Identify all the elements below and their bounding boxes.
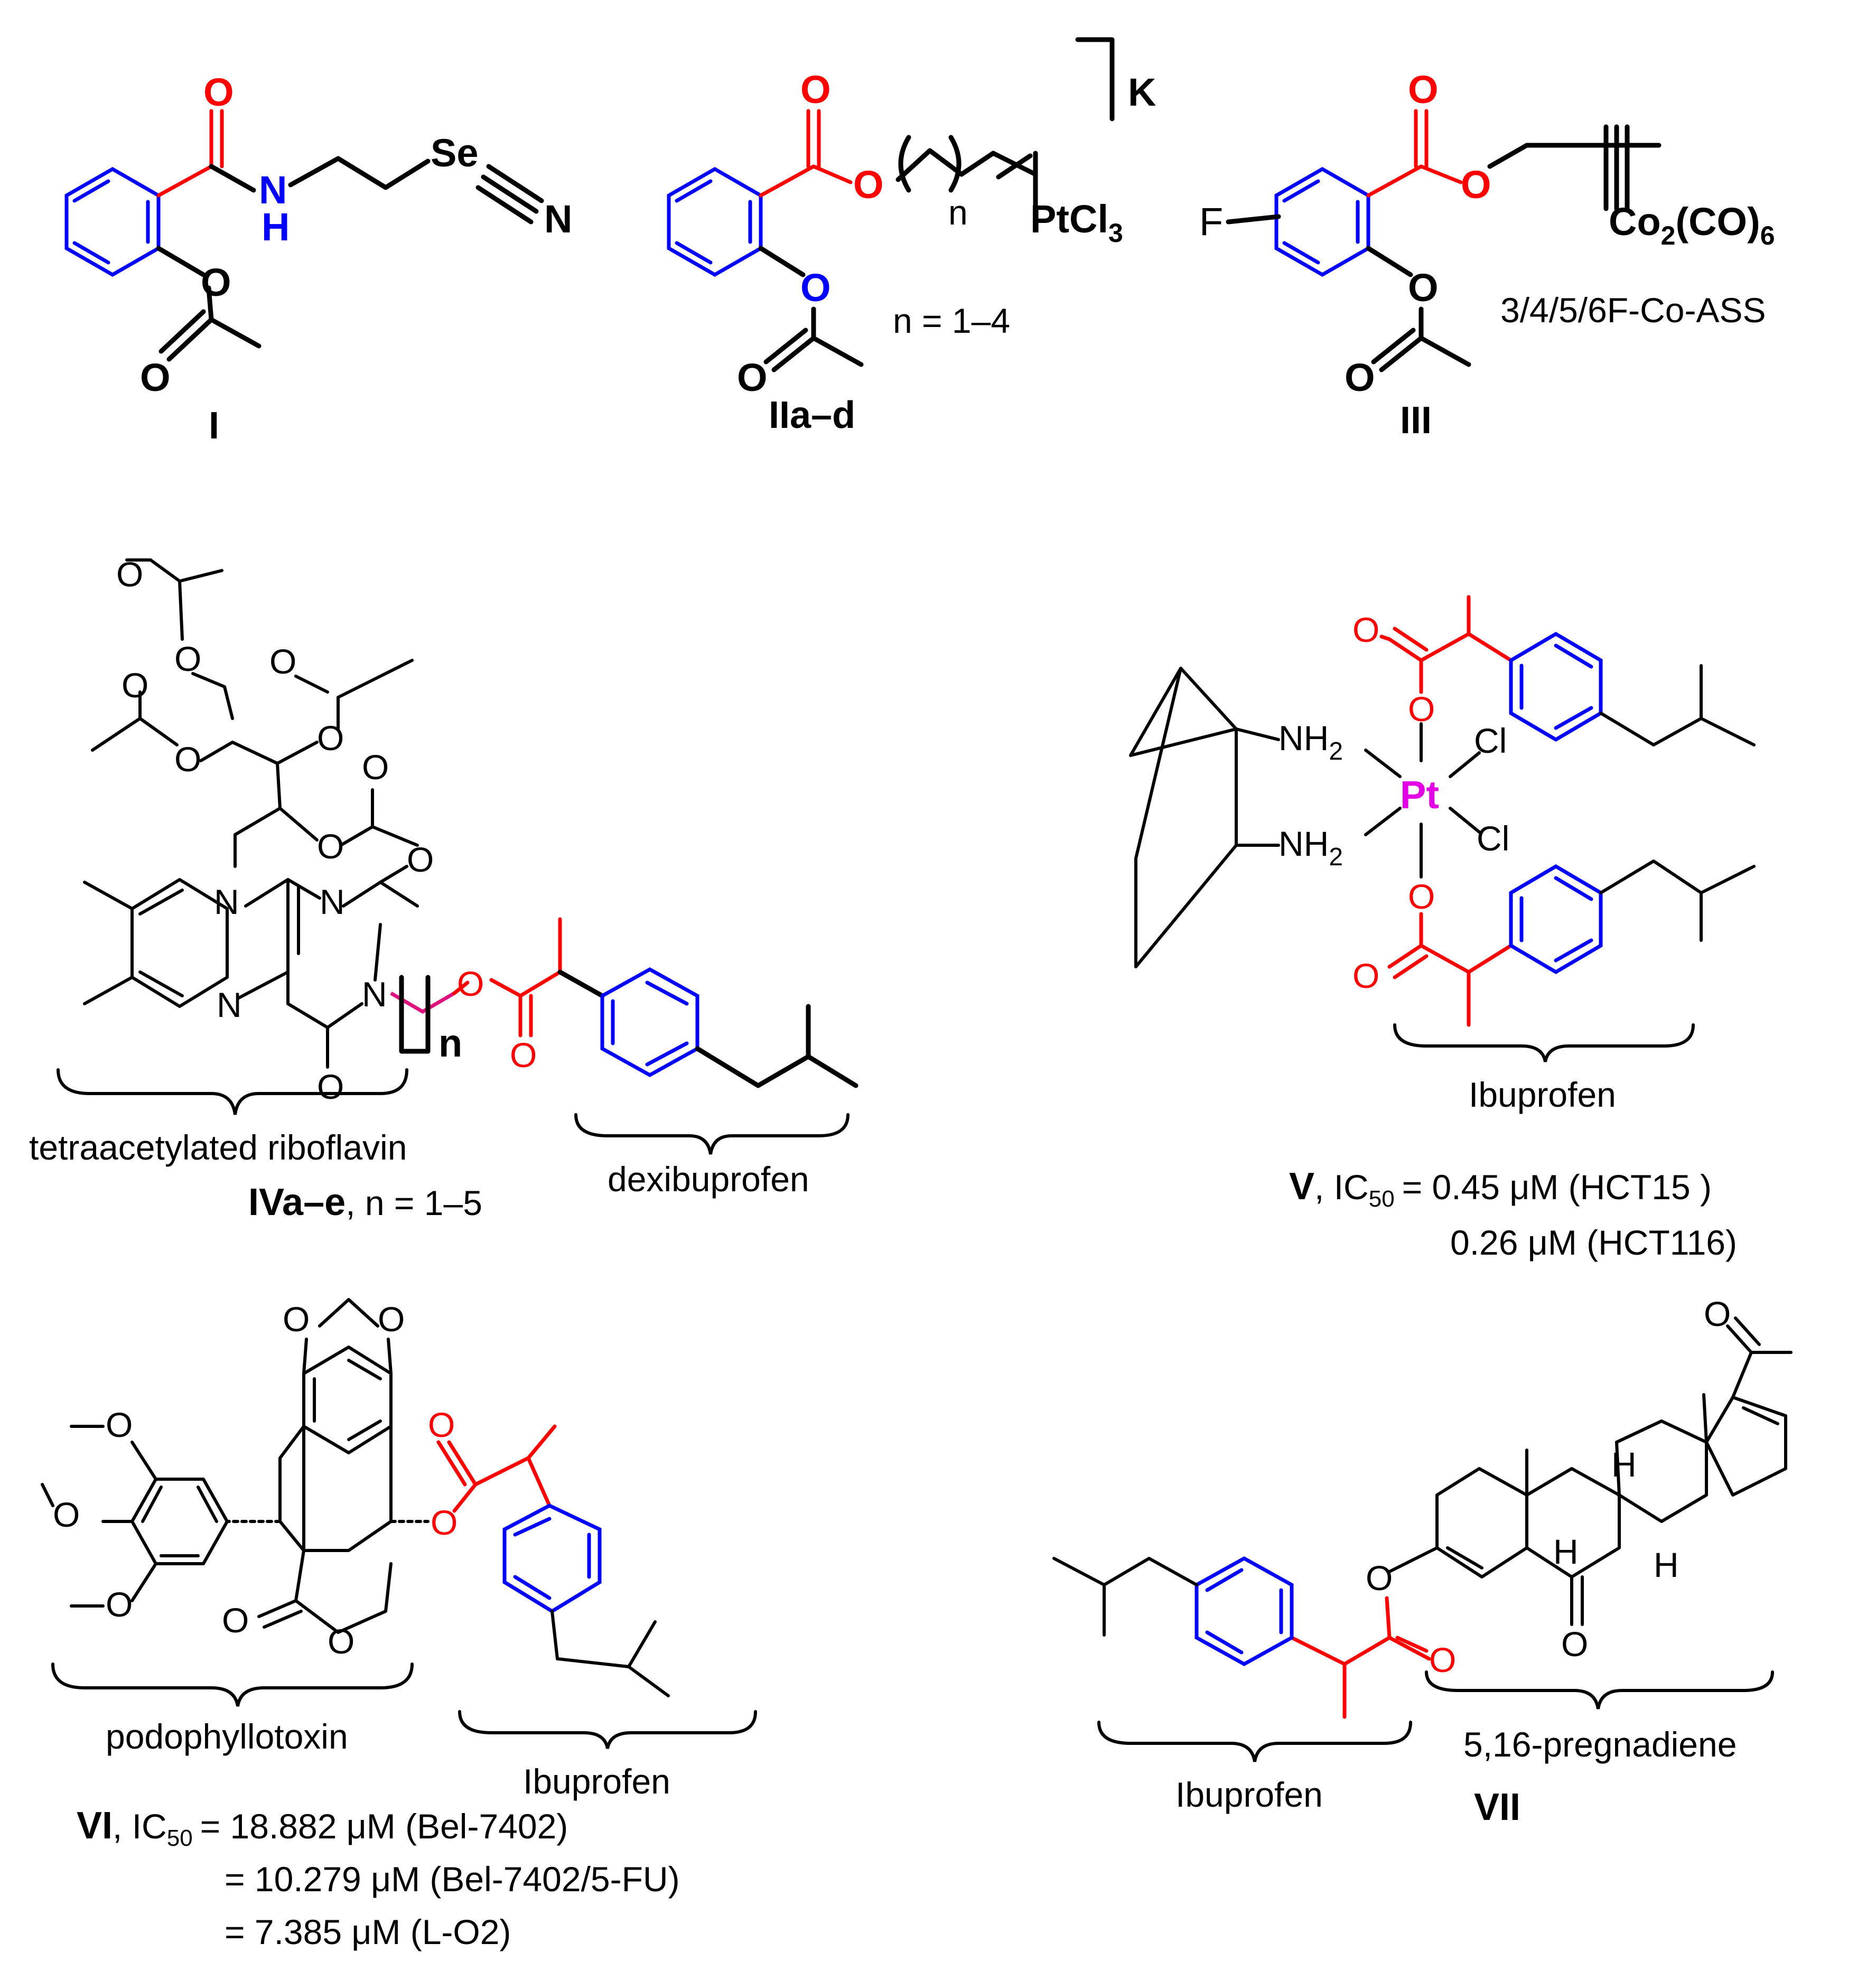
- compound-III: F O O Co2(CO)6 O O 3/4/5/6F-Co-ASS III: [1199, 68, 1775, 442]
- compound-IVa-e: O O O O O O O O N N O N O N n O O: [29, 555, 858, 1223]
- compound-III-label: III: [1400, 399, 1432, 442]
- compound-VI-o-6: O: [222, 1601, 249, 1640]
- compound-III-ester-o: O: [1408, 266, 1439, 310]
- compound-IV-o-3: O: [122, 666, 148, 705]
- compound-IV-part1: tetraacetylated riboflavin: [29, 1128, 407, 1167]
- compound-II-counter-ion: K: [1128, 70, 1156, 114]
- compound-VII-o-carbonyl: O: [1429, 1640, 1456, 1679]
- compound-VI-ic50-line2: = 10.279 μM (Bel-7402/5-FU): [225, 1860, 680, 1899]
- compound-VII-part1: Ibuprofen: [1175, 1775, 1323, 1814]
- compound-VII-o-acetyl: O: [1704, 1294, 1731, 1333]
- compound-III-fluorine: F: [1199, 200, 1223, 244]
- compound-IV-o-1: O: [116, 555, 143, 594]
- compound-IV-part2: dexibuprofen: [608, 1160, 809, 1199]
- compound-VI-ic50-line1: VI, IC50= 18.882 μM (Bel-7402): [77, 1805, 568, 1851]
- compound-V-platinum: Pt: [1400, 773, 1439, 817]
- compound-V-ic50-line1: V, IC50= 0.45 μM (HCT15 ): [1289, 1165, 1712, 1212]
- compound-II-range: n = 1–4: [893, 301, 1010, 340]
- compound-II-acetyl-o: O: [737, 356, 768, 399]
- compound-VI-part1: podophyllotoxin: [106, 1717, 348, 1756]
- compound-V-ic50-line2: 0.26 μM (HCT116): [1450, 1223, 1737, 1262]
- compound-I: O N H Se N O O I: [64, 70, 572, 447]
- compound-IV-n: n: [438, 1021, 462, 1065]
- compound-V-o-bottom-ester: O: [1408, 877, 1435, 916]
- compound-IIa-d: O O n PtCl3 K O O n = 1–4 IIa–d: [667, 37, 1156, 436]
- compound-VI-part2: Ibuprofen: [523, 1762, 670, 1801]
- compound-V-nh-top: NH2: [1278, 718, 1343, 765]
- compound-III-series: 3/4/5/6F-Co-ASS: [1500, 291, 1766, 330]
- compound-VI-o-1: O: [283, 1300, 310, 1339]
- compound-IV-n-5: N: [217, 985, 242, 1024]
- compound-III-acetyl-o: O: [1345, 356, 1375, 399]
- compound-IV-n-10: N: [214, 882, 239, 921]
- compound-I-se: Se: [431, 131, 479, 175]
- compound-V-cl-top: Cl: [1474, 721, 1507, 760]
- compound-II-ptcl: PtCl3: [1030, 197, 1123, 248]
- compound-VII-h-3: H: [1654, 1545, 1679, 1584]
- compound-I-acetyl-o: O: [140, 356, 171, 399]
- compound-VI: O O O O O O O O O podophyllotoxin Ibupro…: [41, 1298, 757, 1951]
- compound-I-label: I: [209, 405, 219, 447]
- compound-I-amide-h: H: [262, 205, 290, 249]
- compound-II-n: n: [948, 193, 968, 232]
- compound-VII-h-1: H: [1611, 1445, 1637, 1484]
- compound-IV-o-c4: O: [317, 1067, 344, 1106]
- compound-V-part: Ibuprofen: [1469, 1075, 1616, 1114]
- compound-III-ester-link-o: O: [1461, 163, 1491, 207]
- compound-VI-ic50-line3: = 7.385 μM (L-O2): [225, 1912, 511, 1951]
- compound-VII-label: VII: [1474, 1786, 1520, 1828]
- compound-VI-o-7: O: [328, 1622, 354, 1661]
- compound-V-nh-bottom: NH2: [1278, 824, 1343, 871]
- compound-VII-o-ester: O: [1366, 1558, 1393, 1598]
- compound-II-label: IIa–d: [769, 394, 855, 436]
- compound-V-cl-bottom: Cl: [1477, 819, 1509, 858]
- compound-V-o-bottom-carbonyl: O: [1352, 956, 1379, 995]
- compound-V: NH2 NH2 Pt Cl Cl O O O O Ibuprofen V, IC…: [1129, 595, 1756, 1262]
- compound-II-ester-o: O: [800, 266, 831, 310]
- compound-V-o-top-ester: O: [1408, 689, 1435, 728]
- compound-IV-o-c2: O: [407, 840, 434, 879]
- compound-IV-o-6: O: [269, 642, 296, 681]
- compound-I-ester-o: O: [201, 260, 231, 304]
- compound-VI-o-2: O: [378, 1300, 405, 1339]
- compound-IV-o-8: O: [362, 748, 389, 787]
- compound-VI-o-9: O: [428, 1405, 455, 1444]
- compound-IV-ester-link-o: O: [457, 964, 484, 1003]
- compound-IV-o-2: O: [174, 639, 201, 678]
- compound-VII-h-2: H: [1553, 1532, 1579, 1571]
- compound-IV-n-1: N: [320, 882, 345, 921]
- compound-I-nitrile-n: N: [544, 197, 572, 241]
- compound-IV-o-4: O: [174, 740, 201, 779]
- compound-III-cobalt-carbonyl: Co2(CO)6: [1609, 200, 1775, 250]
- compound-IV-label: IVa–e, n = 1–5: [248, 1181, 482, 1223]
- compound-I-carbonyl-o: O: [203, 70, 234, 114]
- compound-VI-o-3: O: [106, 1405, 133, 1444]
- compound-VII: O H H H O O O Ibuprofen 5,16-pregnadiene…: [1052, 1294, 1793, 1828]
- compound-II-carbonyl-o: O: [800, 68, 831, 111]
- compound-II-ester-link-o: O: [853, 163, 884, 207]
- compound-V-o-top-carbonyl: O: [1352, 610, 1379, 649]
- compound-VII-part2: 5,16-pregnadiene: [1463, 1725, 1737, 1764]
- compound-I-amide-n: N: [259, 168, 287, 212]
- compound-IV-o-5: O: [317, 718, 344, 758]
- compound-VI-o-4: O: [53, 1495, 80, 1534]
- compound-III-carbonyl-o: O: [1408, 68, 1439, 111]
- compound-VII-o-ketone: O: [1561, 1624, 1588, 1664]
- compound-VI-o-5: O: [106, 1585, 133, 1624]
- compound-IV-carbonyl-o: O: [510, 1035, 537, 1075]
